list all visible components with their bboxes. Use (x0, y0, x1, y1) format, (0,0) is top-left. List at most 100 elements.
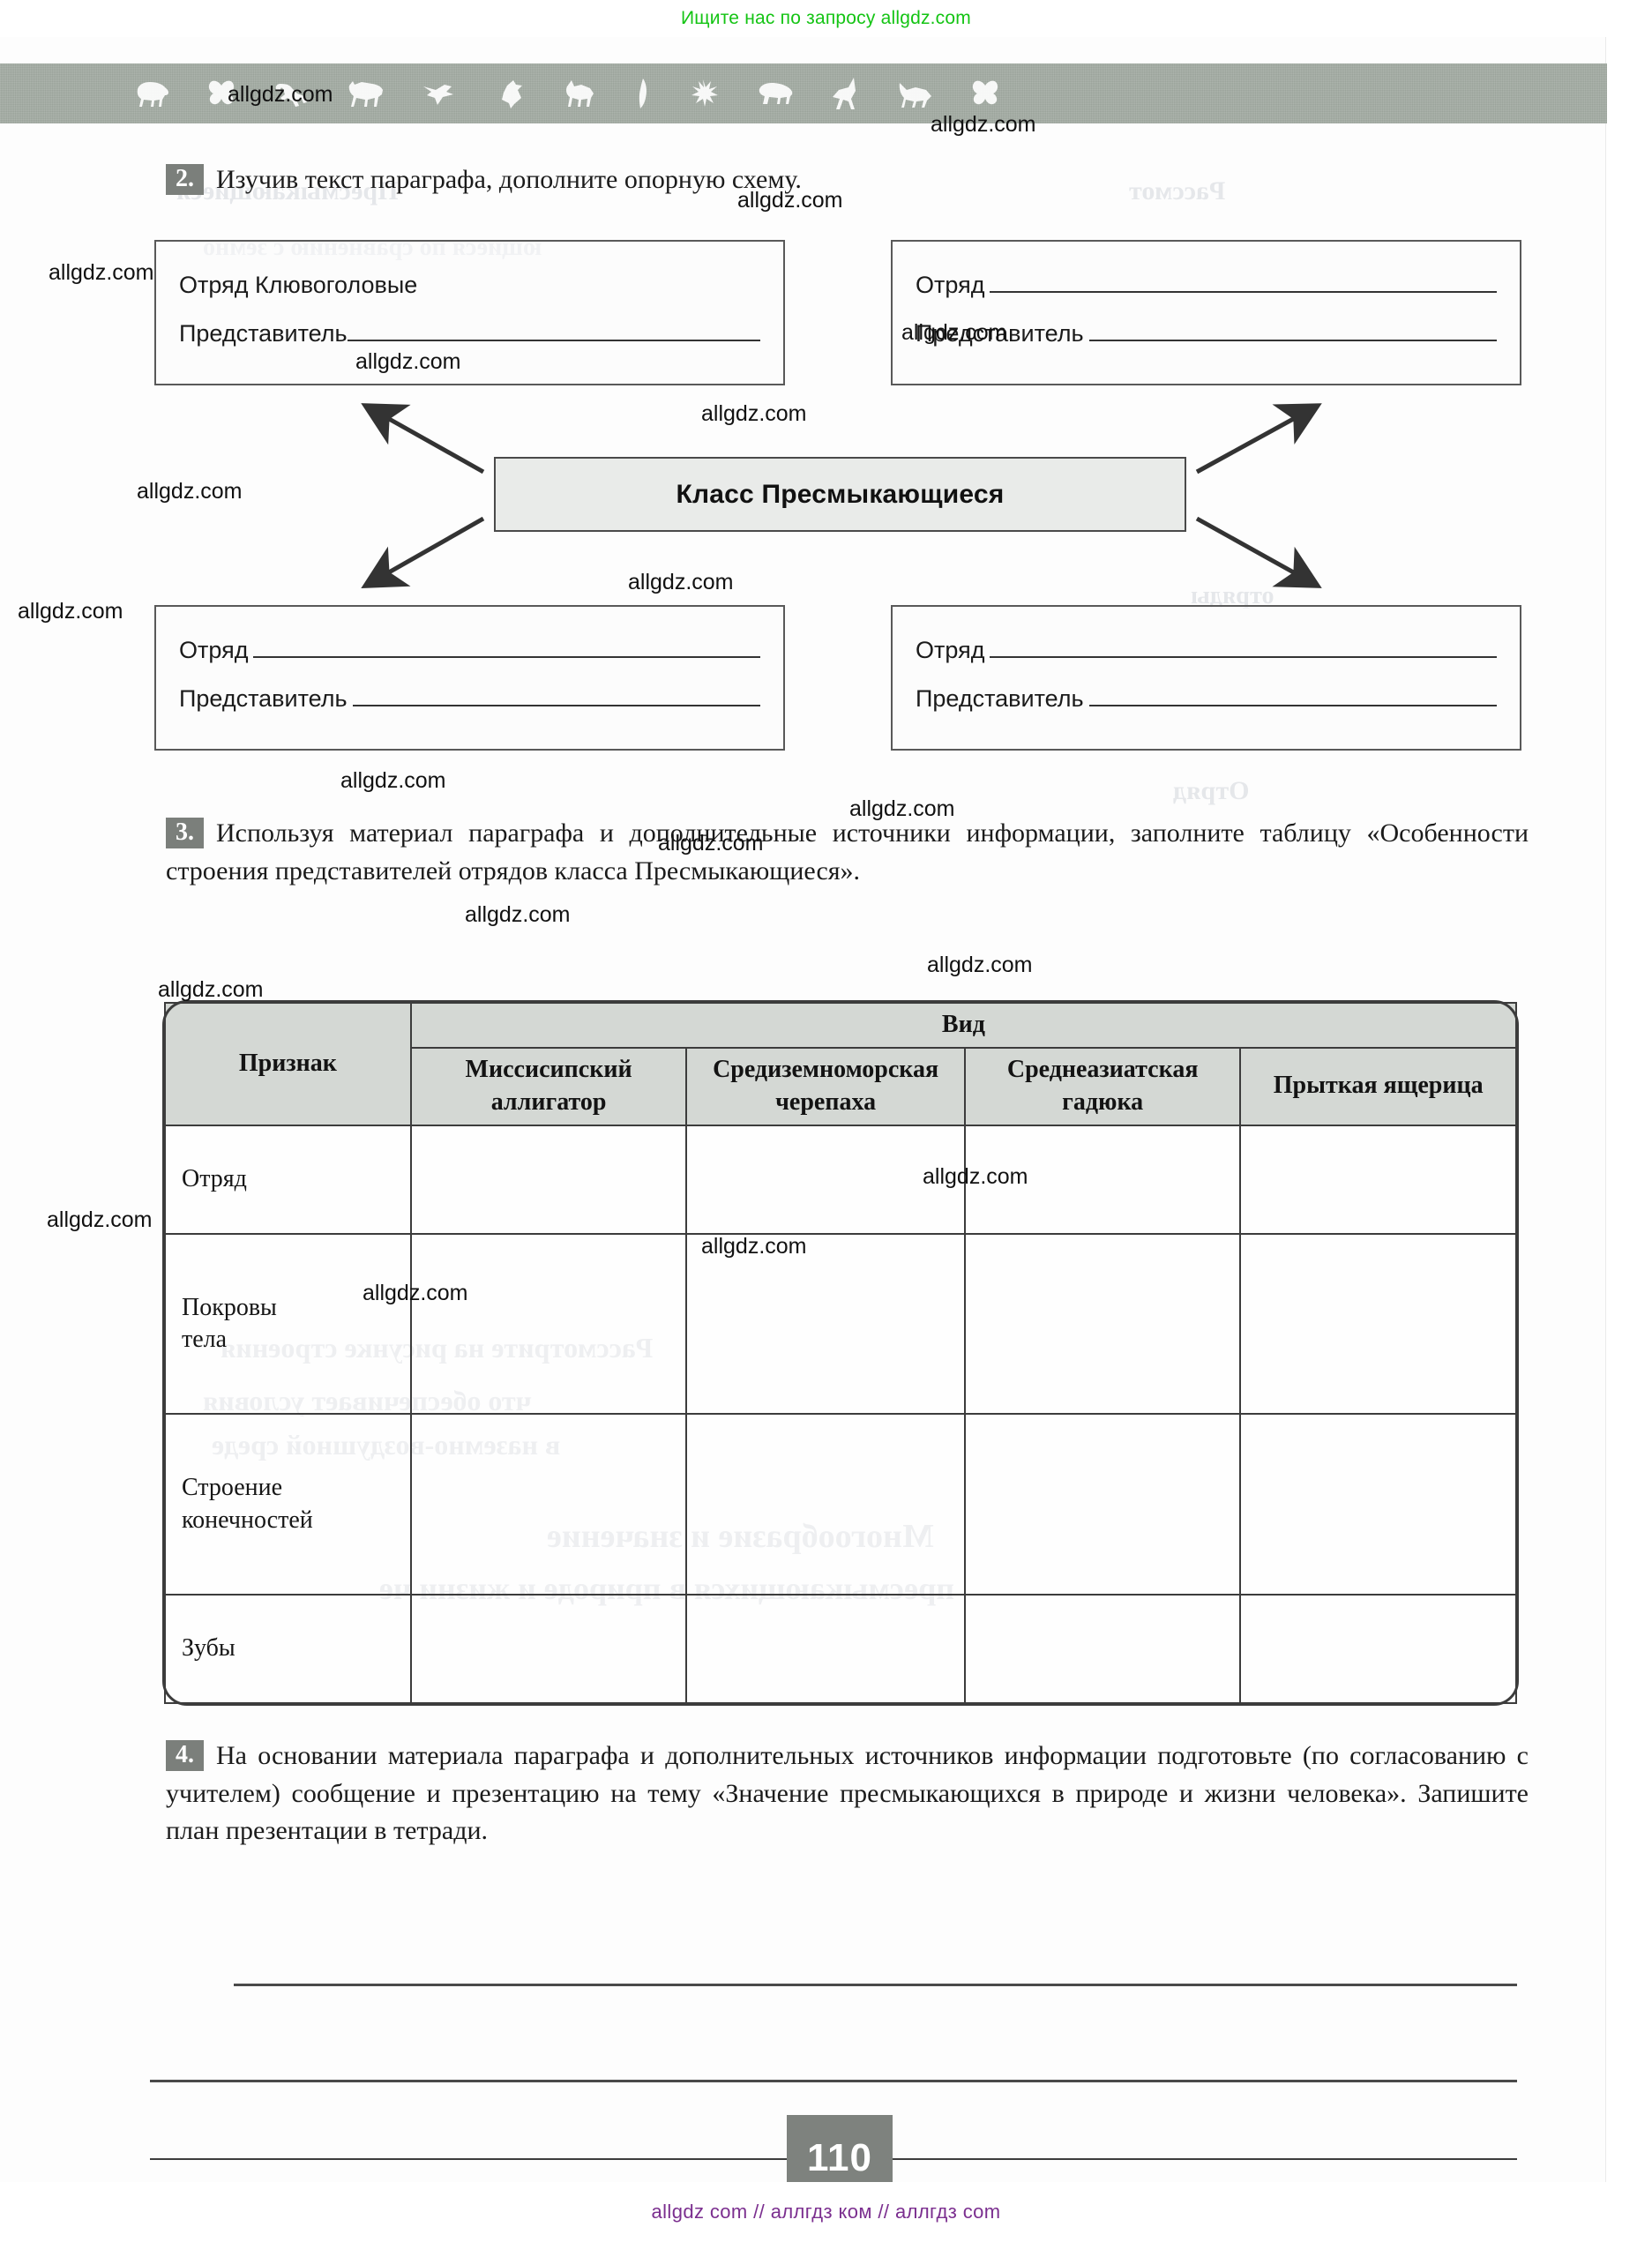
scheme-box-top-right-representative-label: Представитель (916, 320, 1084, 347)
watermark-13: allgdz.com (658, 831, 764, 856)
table-cell-zuby-4[interactable] (1239, 1594, 1517, 1704)
scheme-box-top-left-representative-label: Представитель (179, 320, 348, 347)
scheme-box-bottom-right-representative-row: Представитель (893, 685, 1520, 713)
footer-strip: allgdz com // аллгдз ком // аллгдз com (0, 2182, 1652, 2242)
scheme-box-bottom-right[interactable]: Отряд Представитель (891, 605, 1521, 751)
butterfly-icon-2 (970, 80, 1000, 107)
scheme-box-bottom-right-representative-blank[interactable] (1088, 686, 1497, 706)
table-row-label-zuby: Зубы (164, 1594, 412, 1704)
scheme-box-top-right-representative-row: Представитель (893, 320, 1520, 348)
scheme-box-bottom-left-representative-label: Представитель (179, 685, 348, 712)
table-cell-pokrovy-3[interactable] (963, 1232, 1242, 1416)
watermark-16: allgdz.com (158, 977, 264, 1002)
table-cell-otryad-1[interactable] (409, 1124, 688, 1235)
scheme-box-top-right-representative-blank[interactable] (1088, 321, 1497, 341)
task-3: 3.Используя материал параграфа и дополни… (166, 815, 1529, 890)
scheme-box-bottom-left-representative-row: Представитель (156, 685, 783, 713)
arrow-center-to-top-left (361, 403, 485, 475)
scheme-box-bottom-right-order-row: Отряд (893, 637, 1520, 664)
table-cell-otryad-3[interactable] (963, 1124, 1242, 1235)
feather-icon (633, 78, 651, 108)
arrow-center-to-bottom-right (1195, 516, 1322, 588)
scheme-box-bottom-right-order-label: Отряд (916, 637, 985, 663)
task-3-text: Используя материал параграфа и дополните… (166, 818, 1529, 886)
task-2-text: Изучив текст параграфа, дополните опорну… (216, 165, 802, 194)
watermark-19: allgdz.com (701, 1234, 807, 1259)
scheme-center-label: Класс Пресмыкающиеся (676, 479, 1005, 509)
insect-icon (688, 79, 718, 108)
table-header-vid: Вид (409, 1002, 1518, 1049)
animal-silhouette-row (0, 64, 1607, 123)
table-cell-stroenie-2[interactable] (685, 1413, 966, 1596)
watermark-4: allgdz.com (49, 260, 154, 285)
table-cell-zuby-3[interactable] (963, 1594, 1242, 1704)
features-table: Признак Вид Миссисипский аллигатор Среди… (164, 1002, 1518, 1704)
watermark-18: allgdz.com (47, 1207, 153, 1232)
scheme-box-top-left-representative-blank[interactable] (347, 321, 760, 341)
watermark-15: allgdz.com (927, 953, 1033, 977)
animal-silhouette-header-band (0, 64, 1607, 123)
task-2-number: 2. (166, 164, 204, 196)
fox-icon (898, 79, 933, 108)
scheme-box-bottom-right-order-blank[interactable] (990, 638, 1497, 658)
arrow-center-to-bottom-left (361, 516, 485, 588)
scheme-box-bottom-left-order-label: Отряд (179, 637, 249, 663)
table-cell-stroenie-4[interactable] (1239, 1413, 1517, 1596)
table-row: Отряд (164, 1124, 1517, 1235)
features-table-wrapper: Признак Вид Миссисипский аллигатор Среди… (162, 1000, 1519, 1706)
scheme-box-bottom-right-representative-label: Представитель (916, 685, 1084, 712)
task-3-number: 3. (166, 818, 204, 849)
table-cell-pokrovy-1[interactable] (409, 1232, 688, 1416)
footer-strip-text: allgdz com // аллгдз ком // аллгдз com (651, 2201, 1001, 2223)
watermark-11: allgdz.com (340, 768, 446, 793)
scheme-center-box[interactable]: Класс Пресмыкающиеся (494, 457, 1186, 532)
table-cell-zuby-2[interactable] (685, 1594, 966, 1704)
scheme-box-top-right-order-blank[interactable] (990, 273, 1497, 293)
task-4-text: На основании материала параграфа и допол… (166, 1741, 1529, 1846)
table-header-priznak: Признак (164, 1002, 412, 1126)
boar-icon (755, 80, 794, 107)
scheme-box-bottom-left-order-blank[interactable] (253, 638, 760, 658)
watermark-14: allgdz.com (465, 902, 571, 927)
table-cell-otryad-2[interactable] (685, 1124, 966, 1235)
scheme-box-bottom-left[interactable]: Отряд Представитель (154, 605, 785, 751)
watermark-10: allgdz.com (18, 599, 123, 624)
scheme-box-top-left-order-label: Отряд Клювоголовые (179, 272, 418, 298)
watermark-2: allgdz.com (931, 112, 1036, 137)
watermark-9: allgdz.com (628, 570, 734, 594)
bird-icon (422, 81, 457, 106)
table-cell-pokrovy-2[interactable] (685, 1232, 966, 1416)
table-cell-stroenie-1[interactable] (409, 1413, 688, 1596)
table-cell-otryad-4[interactable] (1239, 1124, 1517, 1235)
scorpion-icon (273, 80, 309, 107)
scheme-box-bottom-left-representative-blank[interactable] (352, 686, 760, 706)
table-cell-pokrovy-4[interactable] (1239, 1232, 1517, 1416)
task-4-number: 4. (166, 1740, 204, 1772)
watermark-1: allgdz.com (228, 82, 333, 107)
table-group-header-row: Признак Вид (164, 1002, 1518, 1126)
page-footer-rule-left (150, 2158, 803, 2160)
answer-line-1[interactable] (234, 1984, 1517, 1986)
scheme-box-top-left[interactable]: Отряд Клювоголовые Представитель (154, 240, 785, 385)
watermark-7: allgdz.com (701, 401, 807, 426)
search-banner: Ищите нас по запросу allgdz.com (0, 0, 1652, 37)
scheme-box-top-left-order-row: Отряд Клювоголовые (156, 272, 783, 299)
table-header-species-2: Средиземноморская черепаха (685, 1046, 966, 1126)
table-header-species-1: Миссисипский аллигатор (409, 1046, 688, 1126)
butterfly-icon (206, 80, 236, 107)
answer-line-2[interactable] (150, 2080, 1517, 2082)
scheme-box-top-right[interactable]: Отряд Представитель (891, 240, 1521, 385)
watermark-8: allgdz.com (137, 479, 243, 504)
stork-icon (831, 78, 861, 109)
horse-icon (346, 78, 385, 108)
table-cell-zuby-1[interactable] (409, 1594, 688, 1704)
bison-icon (132, 78, 169, 108)
scheme-box-top-right-order-row: Отряд (893, 272, 1520, 299)
watermark-6: allgdz.com (355, 349, 461, 374)
table-row-label-otryad: Отряд (164, 1124, 412, 1235)
table-cell-stroenie-3[interactable] (963, 1413, 1242, 1596)
page-right-edge (1605, 37, 1652, 2182)
